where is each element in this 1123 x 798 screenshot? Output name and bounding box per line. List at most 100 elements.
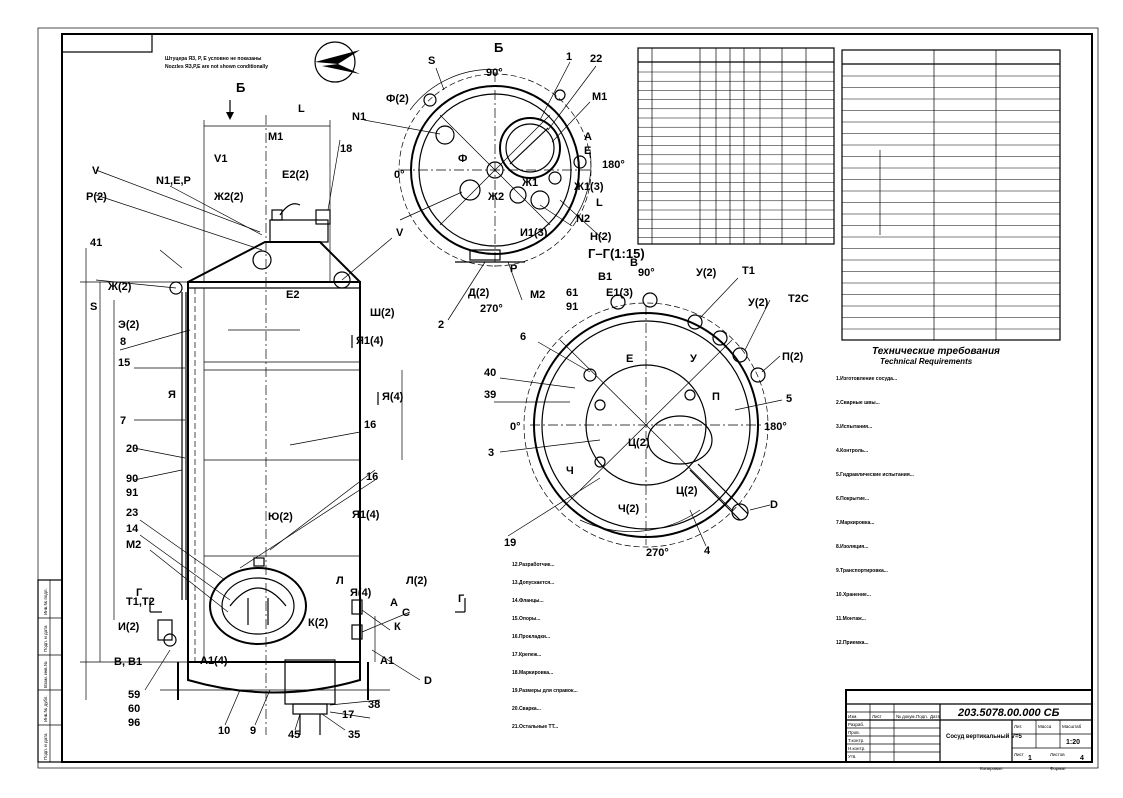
callout-E3-2: Э(2) — [118, 319, 140, 331]
text-line: 3.Испытания... — [836, 424, 873, 430]
text-line: 21.Остальные ТТ... — [512, 724, 559, 730]
tb-scale-val: 1:20 — [1066, 739, 1080, 746]
text-line: 11.Монтаж... — [836, 616, 866, 622]
callout-Ya-4: Я(4) — [382, 391, 404, 403]
top-V: V — [396, 227, 404, 239]
callout-Zh2-2: Ж2(2) — [213, 191, 244, 203]
top-22: 22 — [590, 53, 602, 65]
callout-V1: V1 — [214, 153, 227, 165]
top-N2: N2 — [576, 213, 590, 225]
text-line: 19.Размеры для справок... — [512, 688, 578, 694]
callout-91: 91 — [126, 487, 138, 499]
top-1: 1 — [566, 51, 572, 63]
callout-10: 10 — [218, 725, 230, 737]
title-name: Сосуд вертикальный V=5 — [946, 733, 1023, 740]
tb-razrab: Разраб. — [848, 722, 864, 727]
callout-Ya-a: Я — [168, 389, 176, 401]
callout-Ya1-4b: Я1(4) — [352, 509, 380, 521]
gg-61: 61 — [566, 287, 578, 299]
top-E: E — [584, 145, 591, 157]
callout-I2: И(2) — [118, 621, 140, 633]
tech-char-table — [841, 49, 1061, 341]
bottom-mark-copied: Копировал — [980, 766, 1003, 771]
text-line: 7.Маркировка... — [836, 520, 875, 526]
top-R: Р — [510, 263, 517, 275]
callout-K: К — [394, 621, 401, 633]
tb-lit: Лит. — [1014, 724, 1022, 729]
tb-utv: Утв. — [848, 754, 857, 759]
gg-91: 91 — [566, 301, 578, 313]
top-Zh1: Ж1 — [521, 177, 538, 189]
tb-tkontr: Т.контр. — [848, 738, 864, 743]
top-Zh2: Ж2 — [487, 191, 504, 203]
top-note-en: Nozzles ЯЗ,Р,Е are not shown conditional… — [165, 64, 268, 70]
callout-96: 96 — [128, 717, 140, 729]
side-strip-2: Подп. и дата — [43, 625, 48, 652]
deg-90-top: 90° — [486, 67, 503, 79]
text-line: 12.Разработчик... — [512, 561, 555, 568]
outer-frame — [37, 27, 1099, 769]
callout-35: 35 — [348, 729, 360, 741]
text-line: 9.Транспортировка... — [836, 568, 888, 574]
callout-T1T2: T1,T2 — [126, 596, 155, 608]
tb-sheet: Лист — [1014, 752, 1024, 757]
callout-G-right: Г — [458, 593, 465, 605]
top-F: Ф — [458, 153, 467, 165]
tb-prov: Пров. — [848, 730, 860, 735]
gg-P2: П(2) — [782, 351, 804, 363]
text-line: 2.Сварные швы... — [836, 400, 880, 406]
gg-39: 39 — [484, 389, 496, 401]
callout-Ya-4b: Я(4) — [350, 587, 372, 599]
text-line: 12.Приемка... — [836, 640, 869, 646]
side-strip-1: Инв.№ подл. — [43, 588, 48, 615]
tb-date: Дата — [930, 714, 940, 719]
inner-frame — [61, 33, 1093, 763]
section-b-label-main: Б — [236, 80, 245, 95]
drawing-number: 203.5078.00.000 СБ — [957, 707, 1060, 719]
tech-req-title-en: Technical Requirements — [880, 357, 973, 366]
title-block: 203.5078.00.000 СБ Сосуд вертикальный V=… — [845, 689, 1093, 763]
callout-20: 20 — [126, 443, 138, 455]
top-D2: Д(2) — [468, 287, 490, 299]
text-line: 10.Хранение... — [836, 592, 872, 598]
deg-270-top: 270° — [480, 303, 503, 315]
text-line: 1.Изготовление сосуда... — [836, 376, 898, 382]
side-strip-5: Подп. и дата — [43, 733, 48, 760]
callout-15: 15 — [118, 357, 130, 369]
callout-Sh2: Ш(2) — [370, 307, 395, 319]
section-gg-view: Г–Г(1:15) 90° 0° 180° 270° — [484, 246, 809, 559]
callout-45: 45 — [288, 729, 300, 741]
tb-sheets: Листов — [1050, 752, 1065, 757]
top-N-2: Н(2) — [590, 231, 612, 243]
text-line: 17.Крепеж... — [512, 652, 542, 658]
gg-3: 3 — [488, 447, 494, 459]
callout-90: 90 — [126, 473, 138, 485]
gg-B1: B1 — [598, 271, 612, 283]
orientation-symbol — [314, 41, 360, 83]
callout-17: 17 — [342, 709, 354, 721]
tech-req-title-ru: Технические требования — [872, 345, 1000, 357]
side-strip-4: Инв.№ дубл. — [43, 695, 48, 722]
top-view-b: Б 90° 0° 180° 270° — [352, 40, 625, 331]
callout-16a: 16 — [364, 419, 376, 431]
callout-G-main: Г — [136, 587, 143, 599]
main-vessel-view: 41 S 8 15 7 20 90 91 23 14 M2 T1,T2 Г B,… — [80, 103, 466, 741]
top-M1: M1 — [592, 91, 607, 103]
gg-T2C: T2C — [788, 293, 809, 305]
side-strip: Инв.№ подл. Подп. и дата Взам. инв.№ Инв… — [37, 579, 63, 763]
gg-Ch2: Ч(2) — [618, 503, 640, 515]
gg-T1: T1 — [742, 265, 755, 277]
callout-C: C — [402, 607, 410, 619]
callout-D-main: D — [424, 675, 432, 687]
top-L: L — [596, 197, 603, 209]
callout-A1-4: А1(4) — [200, 655, 228, 667]
gg-E1-3: E1(3) — [606, 287, 633, 299]
gg-4: 4 — [704, 545, 711, 557]
text-line: 4.Контроль... — [836, 448, 869, 454]
text-line: 15.Опоры... — [512, 616, 541, 622]
callout-S: S — [90, 301, 97, 313]
callout-B-B1: B, B1 — [114, 656, 142, 668]
text-line: 16.Прокладки... — [512, 634, 551, 640]
text-line: 13.Допускается... — [512, 580, 555, 586]
tb-podp: Подп. — [916, 714, 928, 719]
